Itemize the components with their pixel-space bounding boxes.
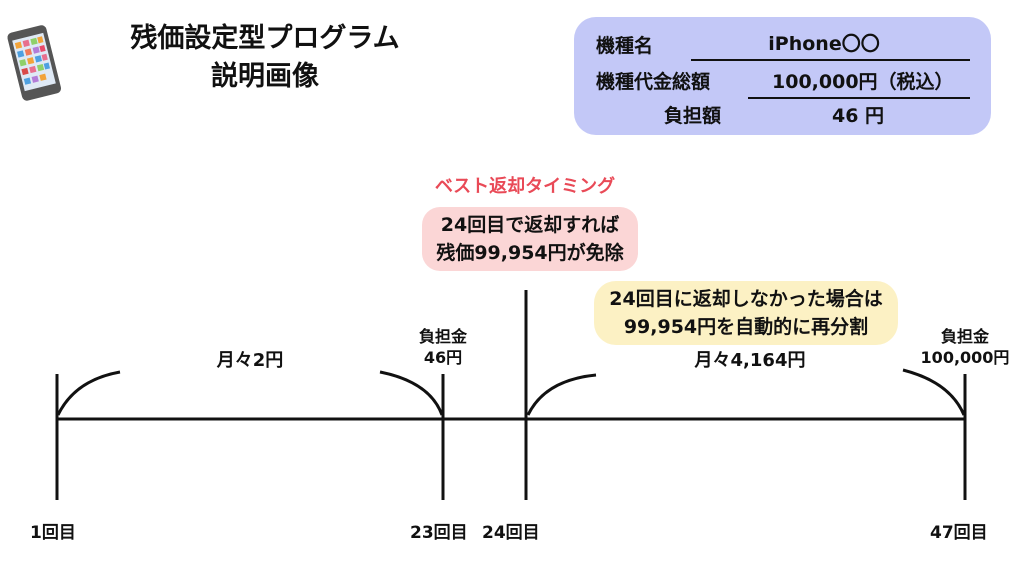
tick-label-23: 23回目 [410, 523, 468, 543]
divider [691, 59, 970, 61]
model-label: 機種名 [596, 35, 654, 57]
page-title: 残価設定型プログラム 説明画像 [90, 20, 440, 96]
burden-47-value: 100,000円 [920, 348, 1010, 367]
best-timing-heading: ベスト返却タイミング [434, 176, 616, 197]
tick-label-47: 47回目 [930, 523, 988, 543]
not-returned-line-2: 99,954円を自動的に再分割 [623, 316, 869, 338]
not-returned-callout: 24回目に返却しなかった場合は 99,954円を自動的に再分割 [594, 281, 898, 345]
monthly-first: 月々2円 [216, 350, 284, 371]
model-value: iPhone〇〇 [768, 33, 880, 55]
best-timing-line-1: 24回目で返却すれば [440, 214, 620, 236]
arc-start [56, 370, 121, 416]
burden-47-label: 負担金 [940, 327, 989, 346]
burden-47: 負担金 100,000円 [915, 326, 1015, 368]
arc-23 [379, 370, 444, 416]
tick-label-1: 1回目 [30, 523, 76, 543]
burden-23: 負担金 46円 [403, 326, 483, 368]
burden-label: 負担額 [664, 105, 722, 127]
best-timing-line-2: 残価99,954円が免除 [436, 242, 624, 264]
smartphone-icon [4, 22, 64, 102]
price-value: 100,000円（税込） [772, 71, 954, 93]
burden-23-label: 負担金 [418, 327, 467, 346]
burden-23-value: 46円 [423, 348, 463, 367]
device-info-box: 機種名 iPhone〇〇 機種代金総額 100,000円（税込） 負担額 46 … [574, 17, 991, 135]
title-line-1: 残価設定型プログラム [130, 23, 400, 54]
title-line-2: 説明画像 [211, 61, 319, 92]
price-label: 機種代金総額 [596, 71, 711, 93]
burden-value: 46 円 [832, 105, 885, 127]
not-returned-line-1: 24回目に返却しなかった場合は [609, 288, 883, 310]
tick-label-24: 24回目 [482, 523, 540, 543]
arc-24 [526, 373, 597, 416]
monthly-second: 月々4,164円 [694, 350, 806, 371]
best-timing-callout: 24回目で返却すれば 残価99,954円が免除 [422, 207, 638, 271]
arc-47 [902, 368, 966, 416]
divider [748, 97, 970, 99]
